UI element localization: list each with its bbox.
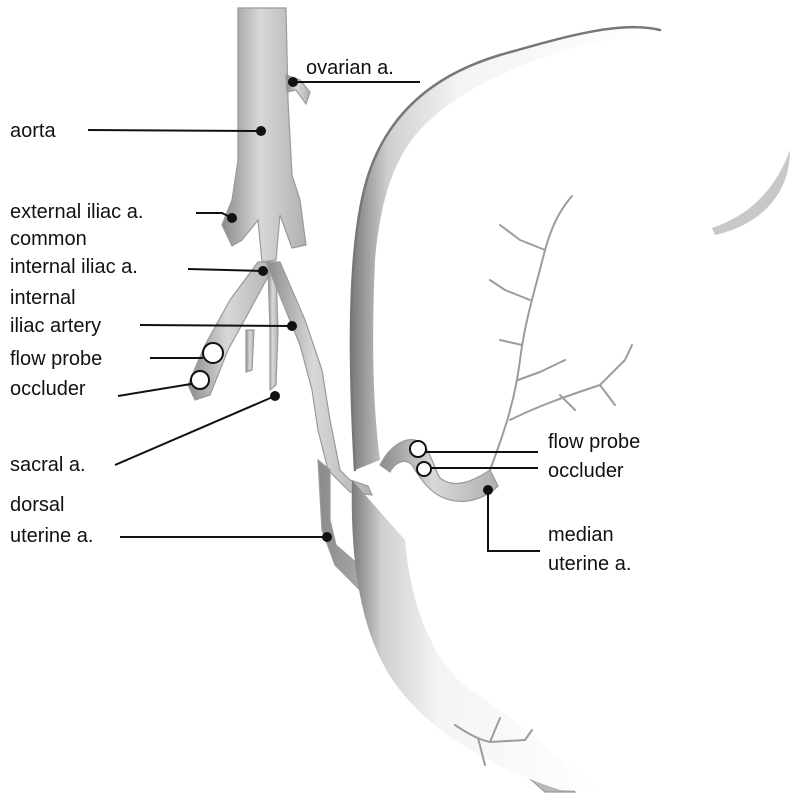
sacral-leader — [115, 396, 275, 465]
left-occluder-ring — [191, 371, 209, 389]
ovarian-label: ovarian a. — [306, 57, 394, 79]
common-label-line2: internal iliac a. — [10, 256, 138, 278]
aorta-leader — [88, 130, 261, 131]
common-label-line1: common — [10, 228, 87, 250]
median-uterine-vessel — [380, 440, 498, 502]
dorsal-label-line2: uterine a. — [10, 525, 93, 547]
uterine-branches — [490, 196, 632, 470]
uterine-horn-tip — [712, 150, 790, 235]
median-label-line1: median — [548, 524, 614, 546]
left-occluder-leader — [118, 384, 191, 396]
left-flow-probe-label: flow probe — [10, 348, 102, 370]
common-internal-iliac-leader — [188, 269, 263, 271]
right-flow-probe-ring — [410, 441, 426, 457]
left-occluder-label: occluder — [10, 378, 86, 400]
right-flow-probe-label: flow probe — [548, 431, 640, 453]
sacral-label: sacral a. — [10, 454, 86, 476]
internal-iliac-leader — [140, 325, 292, 326]
external-iliac-label: external iliac a. — [10, 201, 143, 223]
median-label-line2: uterine a. — [548, 553, 631, 575]
dorsal-label-line1: dorsal — [10, 494, 64, 516]
sacral-stub — [246, 330, 254, 372]
aorta-label: aorta — [10, 120, 56, 142]
left-flow-probe-ring — [203, 343, 223, 363]
internal-label-line1: internal — [10, 287, 76, 309]
right-occluder-ring — [417, 462, 431, 476]
right-occluder-label: occluder — [548, 460, 624, 482]
median-uterine-leader — [488, 490, 540, 551]
internal-label-line2: iliac artery — [10, 315, 101, 337]
